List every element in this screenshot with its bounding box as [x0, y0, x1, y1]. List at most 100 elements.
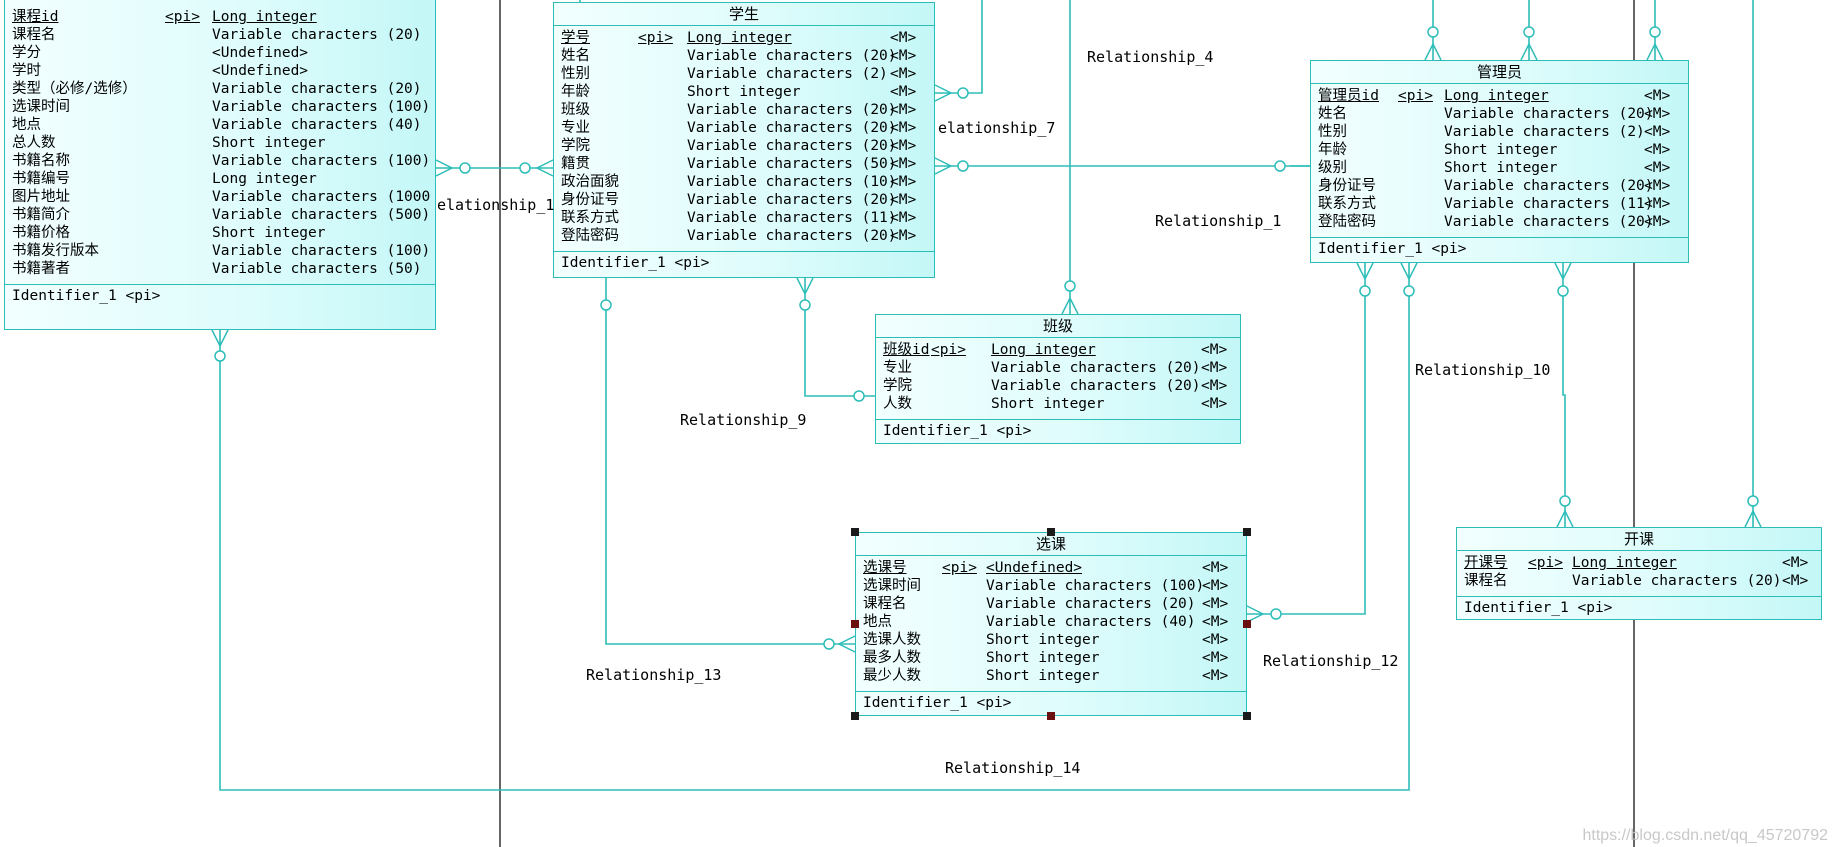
relationship-label-10[interactable]: Relationship_10: [1415, 361, 1551, 379]
attribute-mandatory: <M>: [1644, 160, 1671, 176]
crowfoot-offering-top: [1556, 495, 1574, 528]
relationship-label-7[interactable]: elationship_7: [938, 119, 1056, 137]
selection-handle-top-left[interactable]: [851, 528, 859, 536]
attribute-mandatory: <M>: [1782, 573, 1809, 589]
crowfoot-student-left: [519, 159, 554, 177]
circle-class-left: [853, 390, 865, 402]
attribute-name: 课程id: [12, 9, 59, 25]
attribute-name: 类型（必修/选修）: [12, 81, 137, 97]
attribute-name: 专业: [561, 120, 590, 136]
attribute-mandatory: <M>: [1201, 378, 1228, 394]
attribute-row[interactable]: 选课号<pi><Undefined><M>: [856, 559, 1246, 577]
attribute-type: Variable characters (20): [687, 48, 897, 64]
relationship-label-12[interactable]: Relationship_12: [1263, 652, 1399, 670]
attribute-name: 地点: [863, 614, 892, 630]
attribute-mandatory: <M>: [1202, 596, 1229, 612]
attribute-row[interactable]: 课程id<pi>Long integer: [5, 8, 435, 26]
attribute-row[interactable]: 学分<Undefined>: [5, 44, 435, 62]
attribute-type: Variable characters (1000: [212, 189, 431, 205]
attribute-name: 课程名: [1464, 573, 1508, 589]
attribute-row[interactable]: 学时<Undefined>: [5, 62, 435, 80]
crowfoot-admin-bottom-offering: [1554, 262, 1572, 297]
relationship-label-4[interactable]: Relationship_4: [1087, 48, 1214, 66]
selection-handle-bottom-right[interactable]: [1243, 712, 1251, 720]
attribute-row[interactable]: 班级id<pi>Long integer<M>: [876, 341, 1240, 359]
circle-admin-left: [1274, 160, 1310, 172]
attribute-type: Long integer: [1444, 88, 1549, 104]
attribute-row[interactable]: 管理员id<pi>Long integer<M>: [1311, 87, 1688, 105]
selection-handle-bottom-left[interactable]: [851, 712, 859, 720]
attribute-type: Variable characters (20): [687, 120, 897, 136]
relationship-label-1-left[interactable]: elationship_1: [437, 196, 555, 214]
relationship-label-14[interactable]: Relationship_14: [945, 759, 1081, 777]
selection-handle-bottom-mid[interactable]: [1047, 712, 1055, 720]
selection-handle-mid-left[interactable]: [851, 620, 859, 628]
attribute-mandatory: <M>: [1201, 396, 1228, 412]
attribute-row[interactable]: 类型（必修/选修）Variable characters (20): [5, 80, 435, 98]
attribute-name: 选课人数: [863, 632, 921, 648]
selection-handle-top-mid[interactable]: [1047, 528, 1055, 536]
attribute-type: Variable characters (20): [986, 596, 1196, 612]
attribute-type: Short integer: [986, 650, 1100, 666]
attribute-mandatory: <M>: [890, 30, 917, 46]
selection-handle-top-right[interactable]: [1243, 528, 1251, 536]
selection-handle-mid-right[interactable]: [1243, 620, 1251, 628]
attribute-row[interactable]: 开课号<pi>Long integer<M>: [1457, 554, 1821, 572]
rel-line-student-selection: [605, 278, 855, 645]
attribute-mandatory: <M>: [890, 210, 917, 226]
attribute-row[interactable]: 学号<pi>Long integer<M>: [554, 29, 934, 47]
attribute-mandatory: <M>: [1644, 196, 1671, 212]
relationship-label-1-right[interactable]: Relationship_1: [1155, 212, 1282, 230]
attribute-name: 班级id: [883, 342, 930, 358]
relationship-label-9[interactable]: Relationship_9: [680, 411, 807, 429]
relationship-label-13[interactable]: Relationship_13: [586, 666, 722, 684]
attribute-type: Short integer: [986, 668, 1100, 684]
